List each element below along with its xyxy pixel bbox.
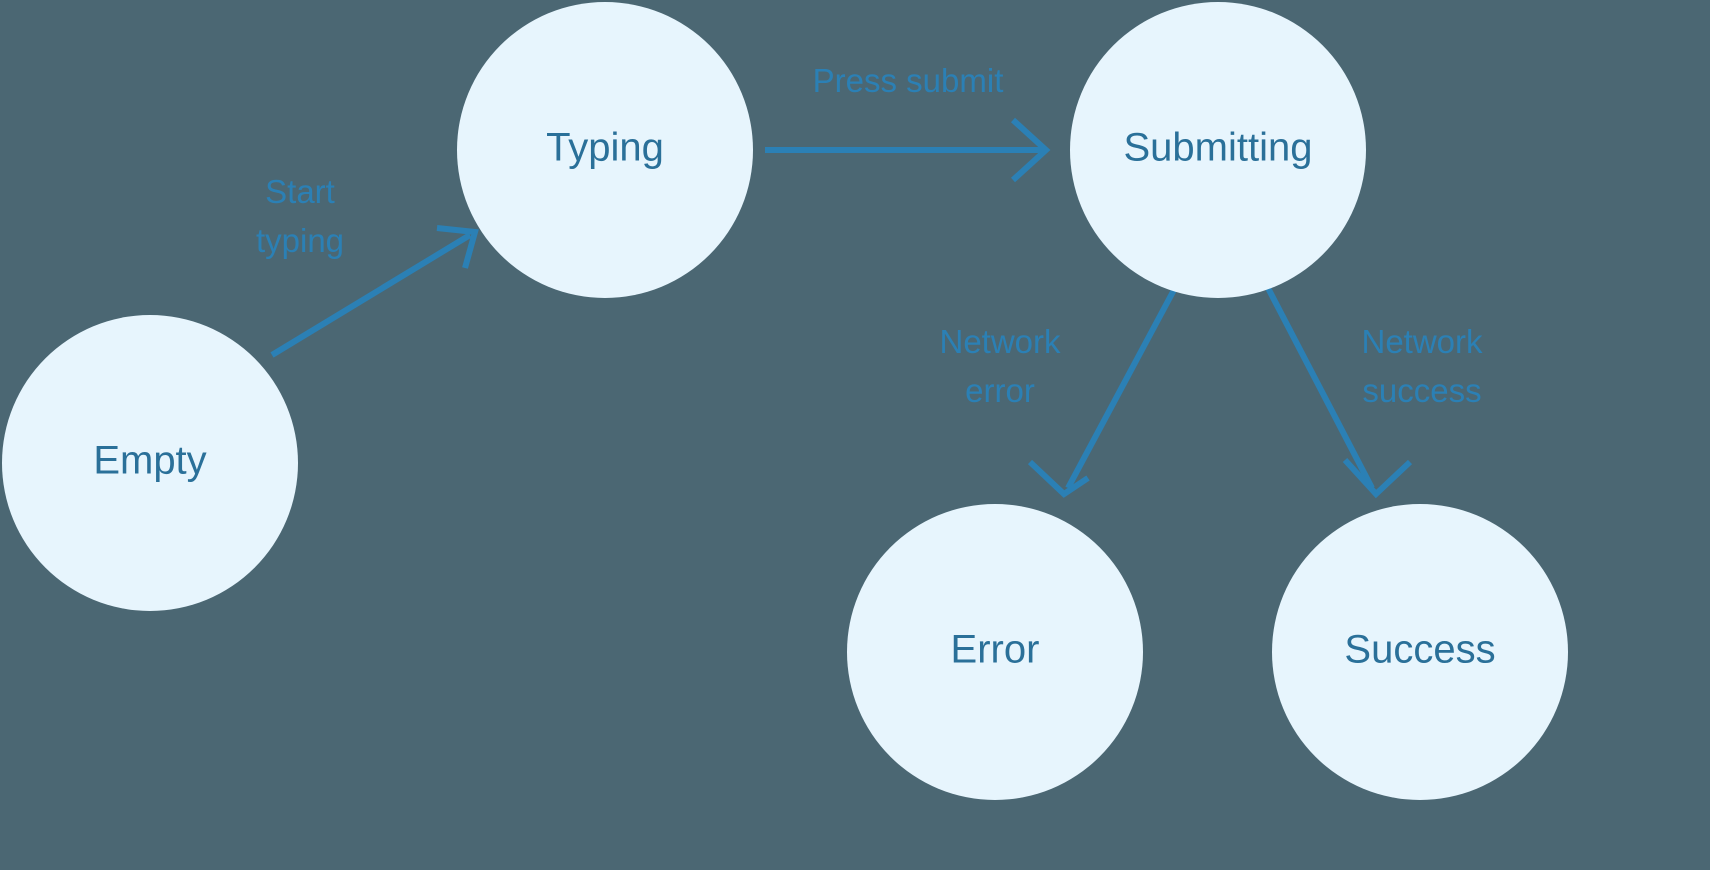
arrowhead-icon	[1010, 117, 1051, 183]
node-circle[interactable]	[2, 315, 298, 611]
arrowhead-icon	[436, 225, 479, 269]
arrowhead-icon	[1342, 457, 1413, 499]
node-label-submitting: Submitting	[1124, 126, 1313, 170]
edge-typing-to-submitting: Press submit	[765, 62, 1051, 183]
node-success[interactable]: Success	[1272, 504, 1568, 800]
edge-label-press-submit: Press submit	[813, 62, 1004, 99]
edge-line	[1065, 286, 1178, 490]
arrowhead-icon	[1027, 459, 1090, 498]
edge-label-start-typing-line2: typing	[256, 222, 344, 259]
node-error[interactable]: Error	[847, 504, 1143, 800]
node-typing[interactable]: Typing	[457, 2, 753, 298]
node-circle[interactable]	[1272, 504, 1568, 800]
edge-empty-to-typing: Start typing	[256, 173, 479, 358]
edge-label-network-success-line2: success	[1362, 372, 1481, 409]
node-circle[interactable]	[1070, 2, 1366, 298]
edge-submitting-to-error: Network error	[939, 286, 1178, 498]
edge-label-network-error-line2: error	[965, 372, 1035, 409]
node-label-typing: Typing	[546, 126, 664, 170]
node-circle[interactable]	[847, 504, 1143, 800]
node-empty[interactable]: Empty	[2, 315, 298, 611]
edge-label-start-typing-line1: Start	[265, 173, 335, 210]
edge-label-network-success-line1: Network	[1361, 323, 1483, 360]
node-label-empty: Empty	[93, 439, 206, 483]
node-label-error: Error	[951, 628, 1040, 672]
edge-label-network-error-line1: Network	[939, 323, 1061, 360]
node-circle[interactable]	[457, 2, 753, 298]
node-label-success: Success	[1344, 628, 1495, 672]
node-submitting[interactable]: Submitting	[1070, 2, 1366, 298]
edge-line	[1265, 286, 1375, 490]
edge-submitting-to-success: Network success	[1265, 286, 1483, 499]
edge-line	[270, 232, 472, 358]
